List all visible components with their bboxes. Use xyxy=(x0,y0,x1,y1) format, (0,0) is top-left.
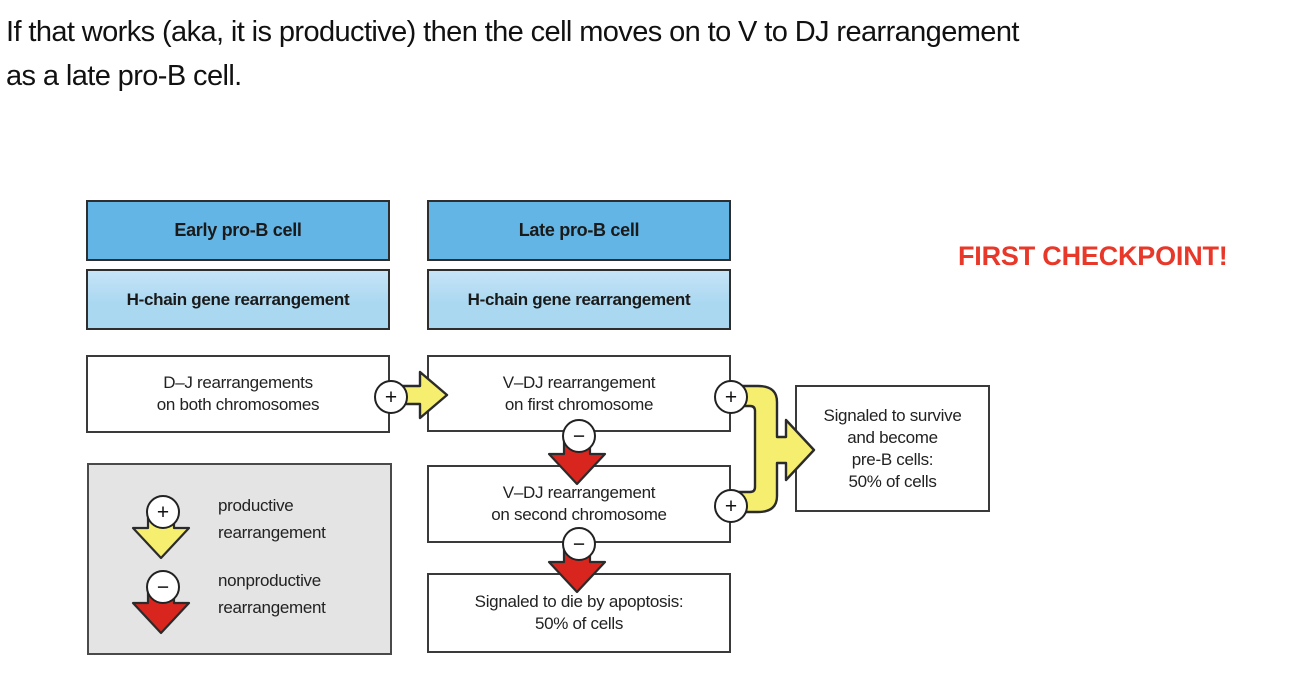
legend-productive-line-1: productive xyxy=(218,496,294,515)
late-pro-b-cell-box: Late pro-B cell xyxy=(427,200,731,261)
legend-minus-sign: − xyxy=(146,570,180,604)
vdj1-line-2: on first chromosome xyxy=(504,394,654,414)
plus-sign-vdj1: + xyxy=(714,380,748,414)
plus-sign-vdj2: + xyxy=(714,489,748,523)
minus-sign-vdj1: − xyxy=(562,419,596,453)
survive-line-2: and become xyxy=(847,427,938,447)
legend-plus-sign: + xyxy=(146,495,180,529)
survive-line-1: Signaled to survive xyxy=(823,405,962,425)
h-chain-rearrangement-box-1: H-chain gene rearrangement xyxy=(86,269,390,330)
apoptosis-line-2: 50% of cells xyxy=(534,614,624,633)
minus-sign-vdj2: − xyxy=(562,527,596,561)
first-checkpoint-label: FIRST CHECKPOINT! xyxy=(958,241,1228,271)
vdj2-line-2: on second chromosome xyxy=(491,505,667,524)
intro-text: If that works (aka, it is productive) th… xyxy=(6,10,1296,98)
dj-line-1: D–J rearrangements xyxy=(163,373,313,392)
legend-productive-line-2: rearrangement xyxy=(218,523,326,542)
legend-box xyxy=(87,463,392,655)
h-chain-rearrangement-label-1: H-chain gene rearrangement xyxy=(126,289,350,309)
legend-nonproductive-label: nonproductive rearrangement xyxy=(218,567,326,621)
dj-rearrangements-box: D–J rearrangements on both chromosomes xyxy=(86,355,390,433)
survive-line-3: pre-B cells: xyxy=(851,449,934,469)
survive-line-4: 50% of cells xyxy=(848,471,937,491)
dj-line-2: on both chromosomes xyxy=(156,395,320,414)
intro-line-1: If that works (aka, it is productive) th… xyxy=(6,16,1019,48)
legend-nonproductive-line-1: nonproductive xyxy=(218,571,321,590)
intro-line-2: as a late pro-B cell. xyxy=(6,60,242,92)
h-chain-rearrangement-box-2: H-chain gene rearrangement xyxy=(427,269,731,330)
early-pro-b-cell-box: Early pro-B cell xyxy=(86,200,390,261)
legend-nonproductive-line-2: rearrangement xyxy=(218,598,326,617)
h-chain-rearrangement-label-2: H-chain gene rearrangement xyxy=(467,289,691,309)
survive-box: Signaled to survive and become pre-B cel… xyxy=(795,385,990,512)
vdj1-line-1: V–DJ rearrangement xyxy=(502,372,656,392)
vdj2-line-1: V–DJ rearrangement xyxy=(502,483,656,502)
late-pro-b-cell-label: Late pro-B cell xyxy=(518,220,640,240)
plus-sign-dj: + xyxy=(374,380,408,414)
early-pro-b-cell-label: Early pro-B cell xyxy=(174,220,302,240)
apoptosis-line-1: Signaled to die by apoptosis: xyxy=(474,592,684,611)
yellow-bracket-arrow-icon xyxy=(723,378,820,523)
legend-productive-label: productive rearrangement xyxy=(218,492,326,546)
